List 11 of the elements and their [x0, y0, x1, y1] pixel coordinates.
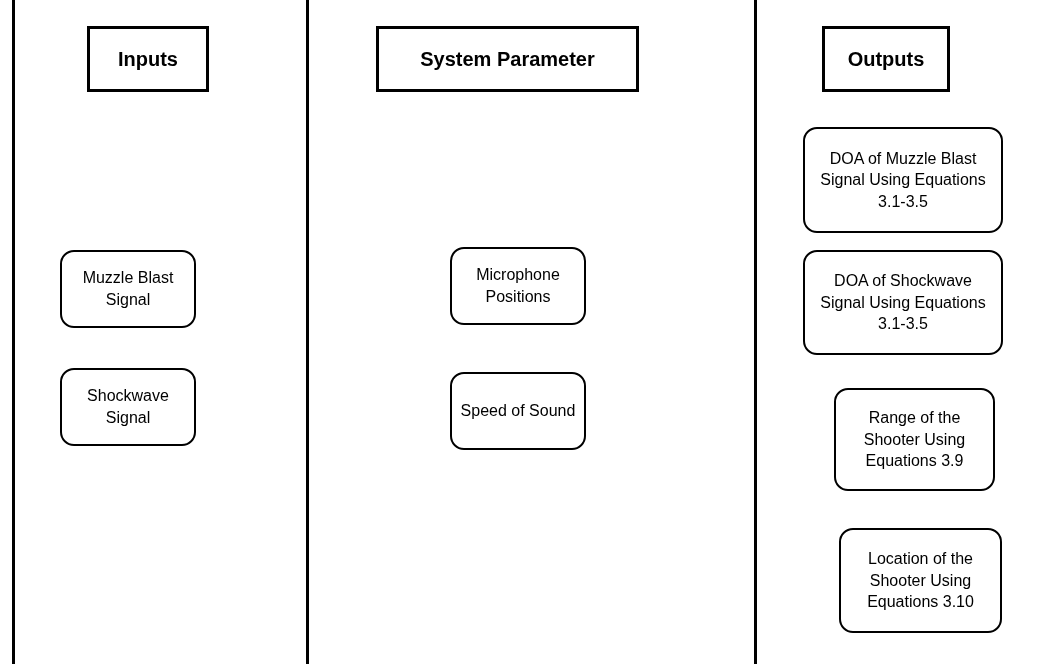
rounded-box: Range of the Shooter Using Equations 3.9 [834, 388, 995, 491]
rounded-box: DOA of Shockwave Signal Using Equations 3.1-3.5 [803, 250, 1003, 355]
column-header: Inputs [87, 26, 209, 92]
column-header: System Parameter [376, 26, 639, 92]
rounded-box: Location of the Shooter Using Equations 3.10 [839, 528, 1002, 633]
rounded-box: Microphone Positions [450, 247, 586, 325]
rounded-box: Speed of Sound [450, 372, 586, 450]
rounded-box: Shockwave Signal [60, 368, 196, 446]
column-header: Outputs [822, 26, 950, 92]
rounded-box: DOA of Muzzle Blast Signal Using Equations 3.1-3.5 [803, 127, 1003, 233]
rounded-box: Muzzle Blast Signal [60, 250, 196, 328]
